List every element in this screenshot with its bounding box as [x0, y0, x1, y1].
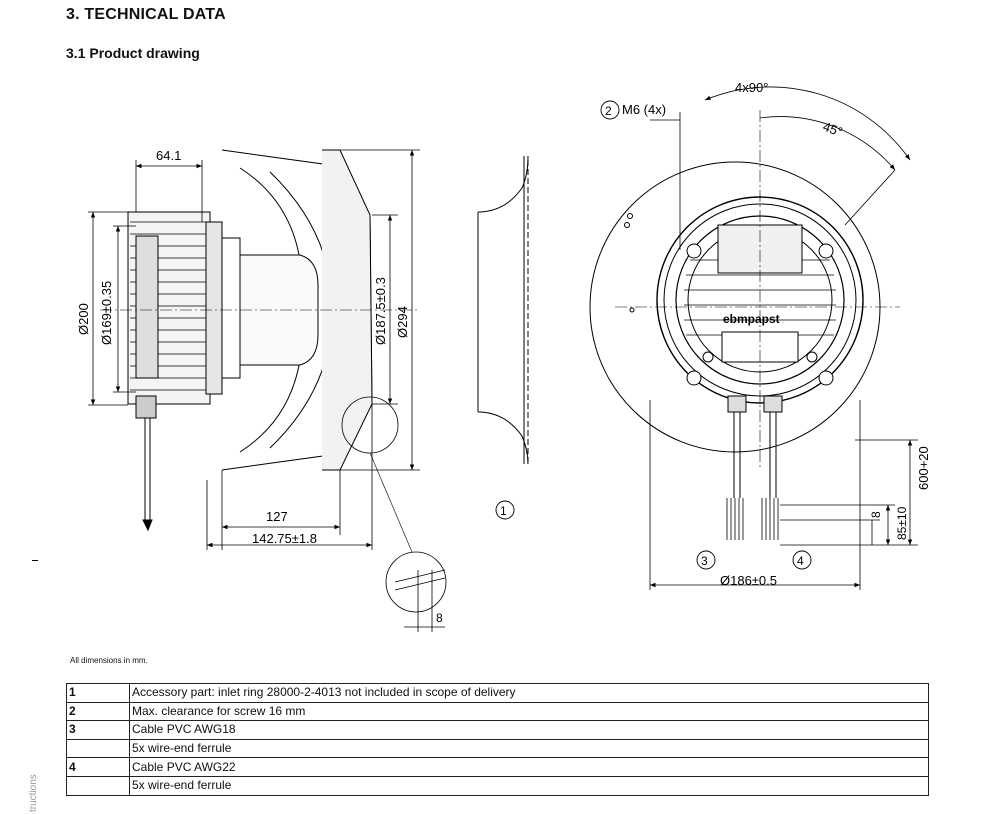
- dim-187-5: Ø187.5±0.3: [373, 277, 388, 345]
- dim-85: 85±10: [895, 506, 909, 540]
- callout-4-label: 4: [797, 554, 804, 568]
- side-view-labels: 64.1 Ø200 Ø169±0.35 Ø187.5±0.3 Ø294 127 …: [76, 148, 410, 546]
- front-view: [589, 110, 900, 540]
- callout-4: [792, 550, 812, 570]
- legend-text: Accessory part: inlet ring 28000-2-4013 …: [129, 683, 929, 703]
- legend-text: Max. clearance for screw 16 mm: [129, 701, 929, 722]
- table-row: 5x wire-end ferrule: [66, 775, 929, 796]
- table-row: 3 Cable PVC AWG18: [66, 720, 929, 740]
- dim-142-75: 142.75±1.8: [252, 531, 317, 546]
- legend-text: 5x wire-end ferrule: [129, 738, 929, 759]
- dimensions-note: All dimensions in mm.: [70, 656, 148, 665]
- detail-view: [385, 551, 447, 632]
- dim-127: 127: [266, 509, 288, 524]
- callout-2: [600, 100, 620, 120]
- dim-169: Ø169±0.35: [99, 281, 114, 345]
- section-title: 3. TECHNICAL DATA: [66, 6, 226, 23]
- legend-number: 3: [66, 720, 130, 740]
- dim-8-right: 8: [869, 511, 883, 518]
- dim-64-1: 64.1: [156, 148, 181, 163]
- legend-number: 4: [66, 757, 130, 777]
- dim-294: Ø294: [395, 306, 410, 338]
- dim-186: Ø186±0.5: [720, 573, 777, 588]
- inlet-ring-view: [477, 155, 529, 465]
- dim-600: 600+20: [916, 446, 931, 490]
- callout-3-label: 3: [701, 554, 708, 568]
- callout-2-label: 2: [605, 104, 612, 118]
- legend-number: 1: [66, 683, 130, 703]
- callout-1: [495, 500, 515, 520]
- side-view: [100, 149, 420, 553]
- legend-table: 1 Accessory part: inlet ring 28000-2-401…: [66, 683, 929, 796]
- front-view-dimensions: [649, 86, 918, 590]
- margin-mark: [32, 560, 38, 561]
- table-row: 2 Max. clearance for screw 16 mm: [66, 701, 929, 722]
- table-row: 4 Cable PVC AWG22: [66, 757, 929, 777]
- dim-4x90: 4x90°: [735, 80, 768, 95]
- brand-logo: ebmpapst: [723, 312, 780, 326]
- legend-text: Cable PVC AWG22: [129, 757, 929, 777]
- side-footer-text: tructions: [28, 774, 39, 812]
- callout-3: [696, 550, 716, 570]
- table-row: 5x wire-end ferrule: [66, 738, 929, 759]
- callout-1-label: 1: [500, 504, 507, 518]
- subsection-title: 3.1 Product drawing: [66, 45, 200, 61]
- legend-text: Cable PVC AWG18: [129, 720, 929, 740]
- side-view-dimensions: [88, 149, 420, 550]
- legend-number: 2: [66, 701, 130, 722]
- front-view-labels: 4x90° 45° 2 M6 (4x) 3 4 Ø186±0.5 600+20 …: [600, 80, 931, 588]
- legend-number: [66, 738, 130, 759]
- legend-text: 5x wire-end ferrule: [129, 775, 929, 796]
- legend-number: [66, 775, 130, 796]
- dim-45: 45°: [821, 119, 845, 140]
- table-row: 1 Accessory part: inlet ring 28000-2-401…: [66, 683, 929, 703]
- dim-200: Ø200: [76, 303, 91, 335]
- dim-m6: M6 (4x): [622, 102, 666, 117]
- dim-8-detail: 8: [436, 611, 443, 625]
- product-drawing: 64.1 Ø200 Ø169±0.35 Ø187.5±0.3 Ø294 127 …: [76, 80, 931, 632]
